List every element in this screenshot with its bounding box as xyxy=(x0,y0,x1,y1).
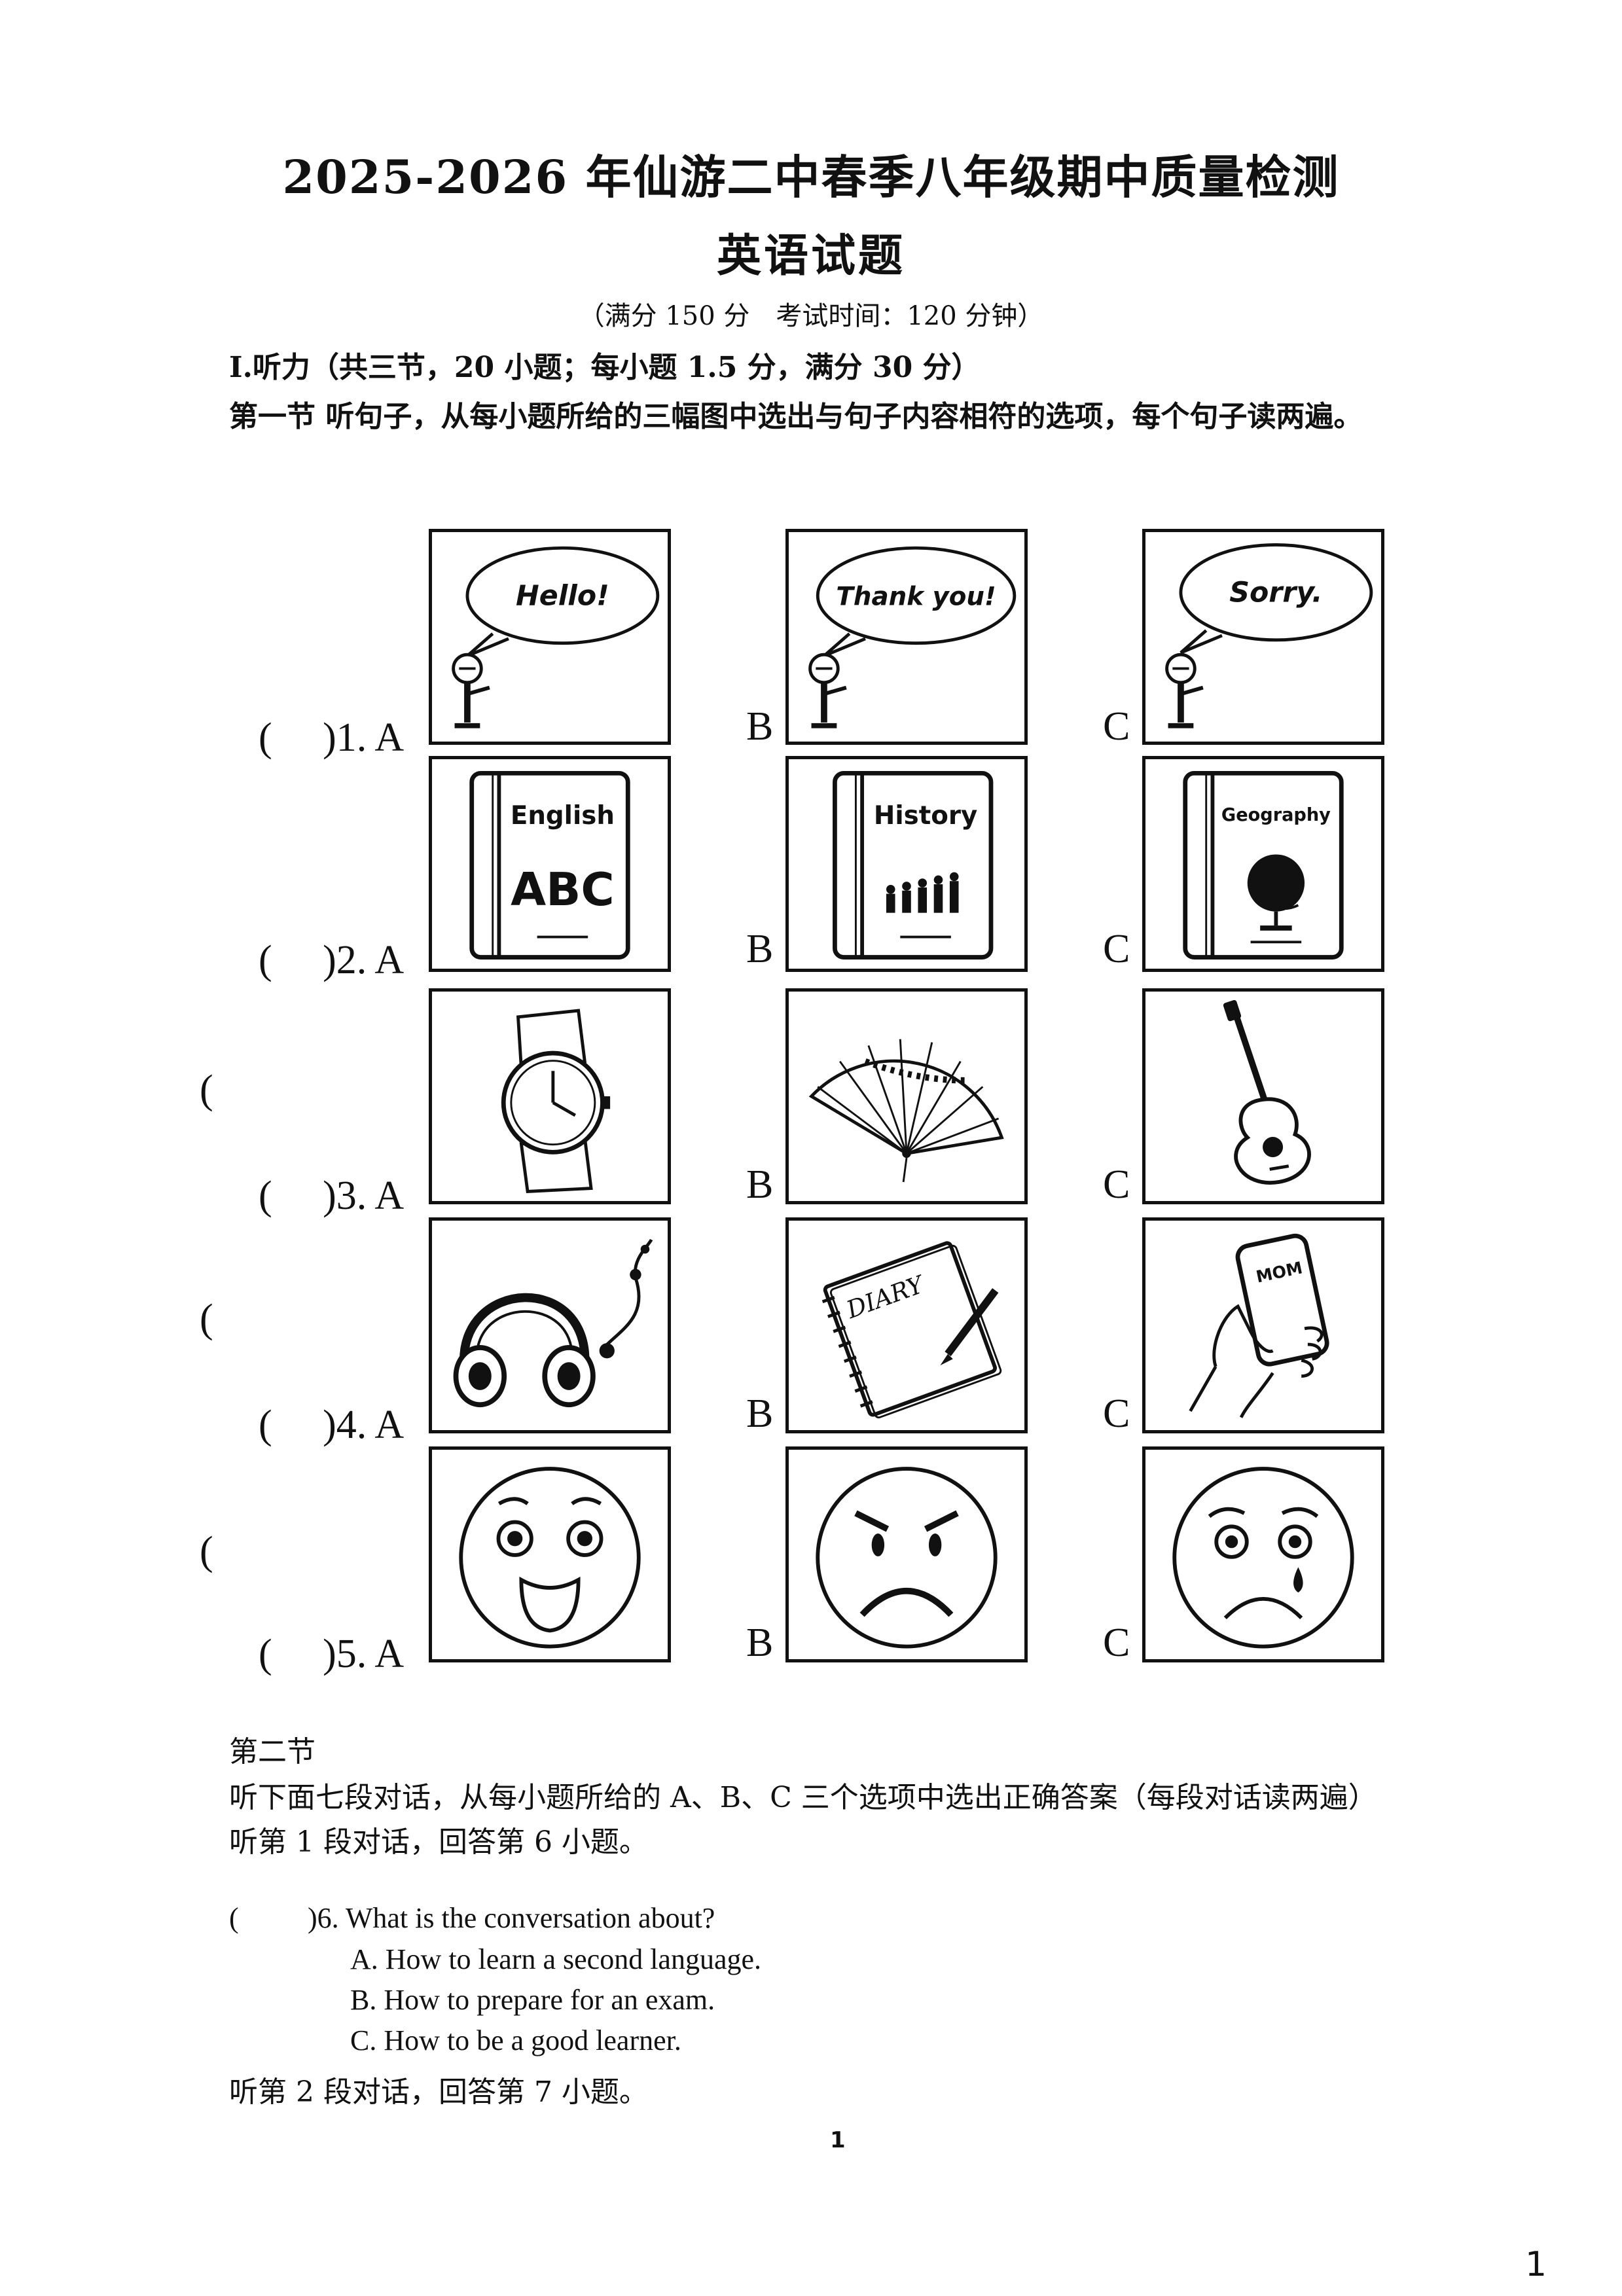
english-book-icon: English ABC xyxy=(469,770,630,960)
happy-face-icon xyxy=(459,1467,641,1649)
q4-option-c-picture: MOM xyxy=(1142,1217,1384,1433)
diary-icon: DIARY xyxy=(821,1241,1002,1419)
question-4-label: ( )4. A xyxy=(259,1403,405,1447)
svg-text:English: English xyxy=(511,801,615,831)
q6-paren: ( xyxy=(229,1902,239,1934)
svg-text:History: History xyxy=(874,801,977,831)
q3-option-b-picture xyxy=(785,988,1028,1204)
evolution-figures-icon xyxy=(886,872,959,913)
q6-option-a: A. How to learn a second language. xyxy=(350,1943,762,1975)
section1-heading: I.听力（共三节，20 小题；每小题 1.5 分，满分 30 分） xyxy=(229,351,981,384)
q1-option-b-picture: Thank you! xyxy=(785,529,1028,745)
q5-option-b-picture xyxy=(785,1446,1028,1662)
question-5-label: ( )5. A xyxy=(259,1632,405,1676)
page-number: 1 xyxy=(830,2127,846,2153)
option-c-label: C xyxy=(1103,1162,1130,1207)
q1-option-c-picture: Sorry. xyxy=(1142,529,1384,745)
q2-option-a-picture: English ABC xyxy=(429,756,671,972)
q6-stem: )6. What is the conversation about? xyxy=(308,1902,715,1934)
question-1-label: ( )1. A xyxy=(259,715,405,760)
angry-face-icon xyxy=(816,1467,998,1649)
exam-subtitle: 英语试题 xyxy=(716,230,905,282)
q5-option-a-picture xyxy=(429,1446,671,1662)
question-2-label: ( )2. A xyxy=(259,938,405,982)
exam-meta: （满分 150 分 考试时间：120 分钟） xyxy=(578,301,1044,331)
history-book-icon: History xyxy=(833,770,994,960)
section2-heading: 第二节 xyxy=(229,1735,315,1768)
speech-bubble-sorry-icon: Sorry. xyxy=(1165,543,1373,728)
fan-icon xyxy=(808,1039,1004,1183)
option-c-label: C xyxy=(1103,1391,1130,1436)
q6-option-b: B. How to prepare for an exam. xyxy=(350,1984,715,2016)
dialog-2-instruction: 听第 2 段对话，回答第 7 小题。 xyxy=(229,2075,648,2109)
option-c-label: C xyxy=(1103,704,1130,749)
watch-icon xyxy=(501,1009,611,1193)
q4-option-b-picture: DIARY xyxy=(785,1217,1028,1433)
speech-bubble-hello-icon: Hello! xyxy=(452,546,660,728)
option-b-label: B xyxy=(746,704,774,749)
option-b-label: B xyxy=(746,1391,774,1436)
guitar-icon xyxy=(1223,999,1311,1185)
question-3-label: ( )3. A xyxy=(259,1174,405,1218)
option-c-label: C xyxy=(1103,927,1130,971)
option-b-label: B xyxy=(746,927,774,971)
q5-option-c-picture xyxy=(1142,1446,1384,1662)
speech-bubble-thank-you-icon: Thank you! xyxy=(808,546,1017,728)
svg-text:ABC: ABC xyxy=(511,863,614,916)
exam-title: 2025-2026 年仙游二中春季八年级期中质量检测 xyxy=(282,150,1340,204)
section2-instruction: 听下面七段对话，从每小题所给的 A、B、C 三个选项中选出正确答案（每段对话读两… xyxy=(229,1781,1377,1814)
option-b-label: B xyxy=(746,1621,774,1665)
music-notes-icon xyxy=(599,1238,653,1359)
headphones-icon xyxy=(453,1238,653,1408)
phone-call-icon: MOM xyxy=(1189,1233,1329,1418)
sad-face-icon xyxy=(1172,1467,1354,1649)
svg-text:Thank you!: Thank you! xyxy=(836,583,996,612)
part1-instruction: 第一节 听句子，从每小题所给的三幅图中选出与句子内容相符的选项，每个句子读两遍。 xyxy=(229,400,1363,433)
q3-option-c-picture xyxy=(1142,988,1384,1204)
q3-option-a-picture xyxy=(429,988,671,1204)
q1-option-a-picture: Hello! xyxy=(429,529,671,745)
stray-paren: ( xyxy=(200,1067,213,1112)
option-c-label: C xyxy=(1103,1621,1130,1665)
q6-option-c: C. How to be a good learner. xyxy=(350,2024,681,2056)
stray-paren: ( xyxy=(200,1529,213,1573)
stray-paren: ( xyxy=(200,1297,213,1341)
q4-option-a-picture xyxy=(429,1217,671,1433)
svg-text:Sorry.: Sorry. xyxy=(1229,577,1322,609)
q2-option-c-picture: Geography xyxy=(1142,756,1384,972)
svg-text:Geography: Geography xyxy=(1221,805,1331,825)
geography-book-icon: Geography xyxy=(1183,770,1344,960)
svg-text:Hello!: Hello! xyxy=(516,580,609,613)
dialog-1-instruction: 听第 1 段对话，回答第 6 小题。 xyxy=(229,1825,648,1859)
corner-page-number: 1 xyxy=(1525,2245,1547,2284)
option-b-label: B xyxy=(746,1162,774,1207)
q2-option-b-picture: History xyxy=(785,756,1028,972)
